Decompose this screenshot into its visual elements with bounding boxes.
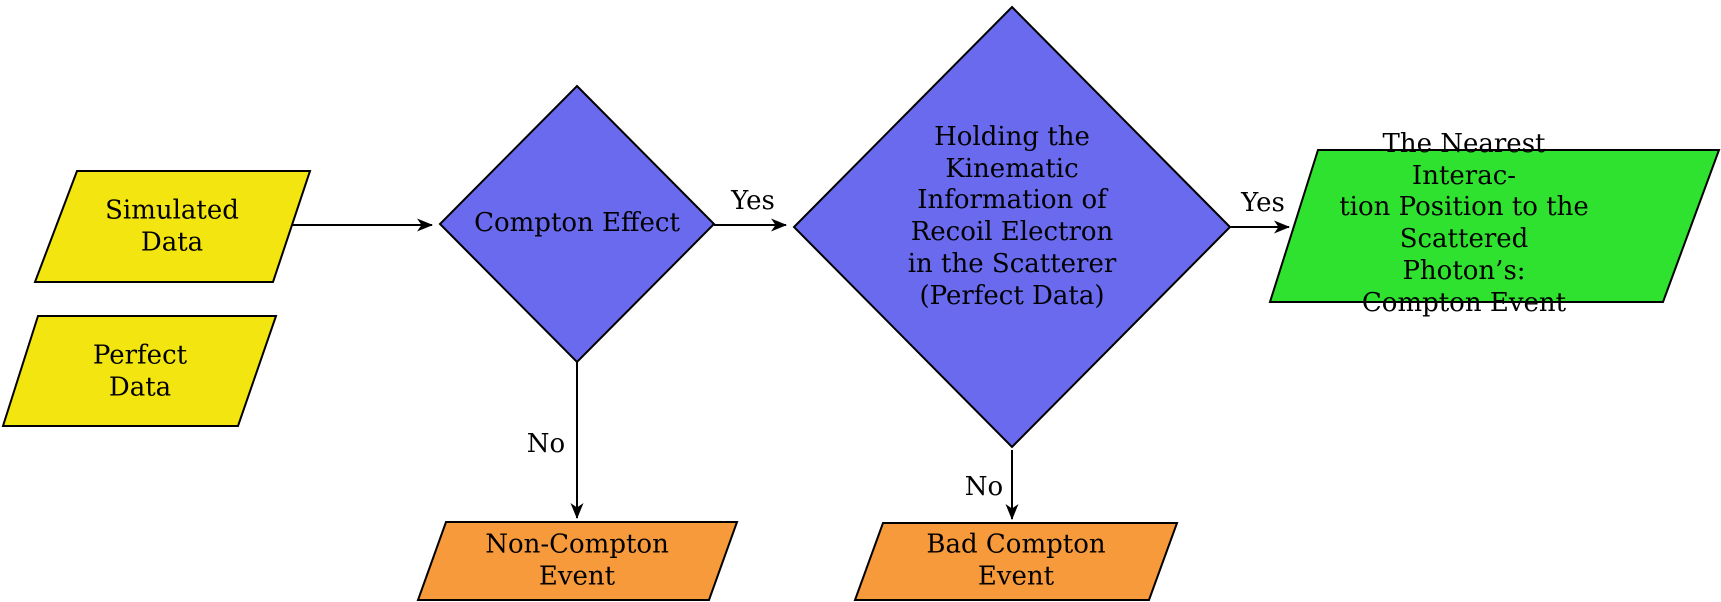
- node-bad-compton-event-shape: [853, 522, 1179, 601]
- node-non-compton-event-shape: [416, 521, 739, 601]
- node-nearest-interaction-shape: [1268, 149, 1721, 303]
- node-compton-effect-shape: [438, 84, 716, 364]
- node-perfect-data-shape: [1, 315, 278, 427]
- node-simulated-data-shape: [33, 170, 312, 283]
- node-kinematic-info-shape: [792, 5, 1232, 449]
